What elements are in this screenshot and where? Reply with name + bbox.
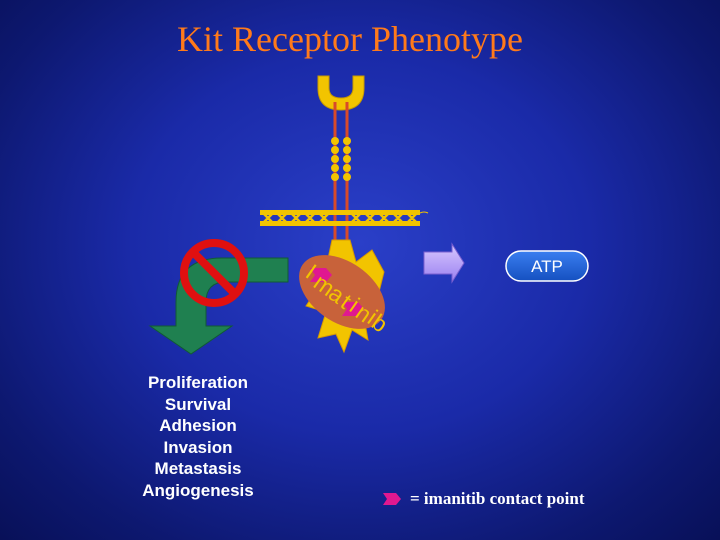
- arrow-to-atp: [423, 242, 465, 284]
- legend-icon-spacer: [380, 492, 404, 506]
- outcome-item: Invasion: [163, 437, 233, 457]
- extracellular-domains: [331, 137, 351, 181]
- outcomes-list: Proliferation Survival Adhesion Invasion…: [108, 372, 288, 501]
- contact-point-icon: [383, 493, 401, 505]
- atp-capsule: [505, 250, 589, 282]
- cell-membrane: [260, 210, 429, 226]
- outcome-item: Survival: [164, 394, 232, 414]
- outcome-item: Metastasis: [154, 459, 242, 478]
- outcome-item: Adhesion: [159, 416, 237, 435]
- legend: = imanitib contact point: [380, 487, 585, 511]
- atp-label: ATP: [531, 257, 563, 276]
- ligand-binding-cup: [317, 75, 365, 111]
- contact-point-marker: [310, 268, 332, 282]
- legend-text: = imanitib contact point: [410, 489, 585, 508]
- contact-point-marker: [342, 302, 364, 316]
- page-title: Kit Receptor Phenotype: [177, 19, 523, 59]
- outcome-item: Proliferation: [147, 373, 249, 392]
- prohibition-icon: [180, 239, 248, 307]
- outcome-item: Angiogenesis: [142, 480, 254, 500]
